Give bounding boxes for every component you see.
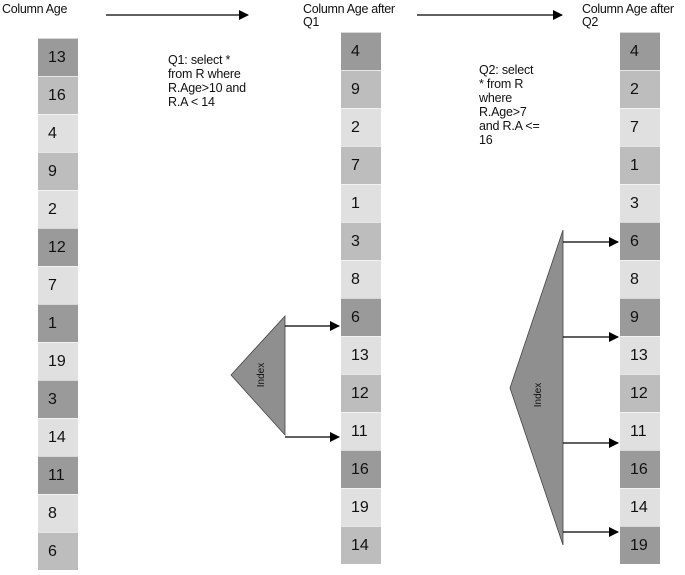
query-q1-line: Q1: select * xyxy=(168,53,231,67)
column-cell: 6 xyxy=(620,222,660,260)
index-triangle-1 xyxy=(230,314,286,437)
query-q2-line: where xyxy=(479,91,513,105)
index-triangle-2 xyxy=(509,229,564,546)
column-cell: 8 xyxy=(341,260,381,298)
column-cell: 6 xyxy=(38,532,78,570)
column-cell: 16 xyxy=(38,76,78,114)
column-cell: 9 xyxy=(341,70,381,108)
query-q1-line: R.A < 14 xyxy=(168,95,215,109)
header-q1-line1: Column Age after xyxy=(303,2,395,16)
column-cell: 11 xyxy=(38,456,78,494)
column-cell: 14 xyxy=(620,488,660,526)
column-cell: 4 xyxy=(620,32,660,70)
column-cell: 13 xyxy=(620,336,660,374)
column-cell: 13 xyxy=(341,336,381,374)
header-column-age-text: Column Age xyxy=(2,2,68,16)
column-cell: 13 xyxy=(38,38,78,76)
column-cell: 14 xyxy=(38,418,78,456)
column-cell: 4 xyxy=(341,32,381,70)
column-cell: 16 xyxy=(341,450,381,488)
column-cell: 19 xyxy=(38,342,78,380)
column-cell: 2 xyxy=(38,190,78,228)
column-cell: 12 xyxy=(341,374,381,412)
query-q2-line: Q2: select xyxy=(479,63,534,77)
header-q1-line2: Q1 xyxy=(303,15,320,29)
column-cell: 19 xyxy=(620,526,660,564)
index-label-1: Index xyxy=(256,363,267,387)
column-cell: 7 xyxy=(38,266,78,304)
column-cell: 6 xyxy=(341,298,381,336)
column-cell: 8 xyxy=(38,494,78,532)
column-cell: 19 xyxy=(341,488,381,526)
column-cell: 8 xyxy=(620,260,660,298)
column-cell: 1 xyxy=(620,146,660,184)
query-q2-line: and R.A <= xyxy=(479,119,540,133)
column-cell: 9 xyxy=(38,152,78,190)
header-q2-line1: Column Age after xyxy=(582,2,674,16)
query-q2-line: 16 xyxy=(479,133,493,147)
column-cell: 2 xyxy=(341,108,381,146)
column-cell: 1 xyxy=(38,304,78,342)
query-q1-line: R.Age>10 and xyxy=(168,81,246,95)
column-cell: 1 xyxy=(341,184,381,222)
query-q1: Q1: select * from R where R.Age>10 and R… xyxy=(168,53,246,109)
column-cell: 14 xyxy=(341,526,381,564)
query-q2-line: * from R xyxy=(479,77,524,91)
header-column-age-after-q1: Column Age after Q1 xyxy=(303,3,395,29)
column-cell: 12 xyxy=(38,228,78,266)
column-cell: 2 xyxy=(620,70,660,108)
column-cell: 3 xyxy=(341,222,381,260)
column-cell: 12 xyxy=(620,374,660,412)
index-label-2: Index xyxy=(533,383,544,407)
column-cell: 7 xyxy=(620,108,660,146)
column-cell: 7 xyxy=(341,146,381,184)
header-q2-line2: Q2 xyxy=(582,15,599,29)
query-q2-line: R.Age>7 xyxy=(479,105,527,119)
column-cell: 3 xyxy=(620,184,660,222)
column-cell: 3 xyxy=(38,380,78,418)
column-cell: 11 xyxy=(620,412,660,450)
header-column-age: Column Age xyxy=(2,3,67,16)
column-cell: 11 xyxy=(341,412,381,450)
column-cell: 16 xyxy=(620,450,660,488)
query-q1-line: from R where xyxy=(168,67,241,81)
header-column-age-after-q2: Column Age after Q2 xyxy=(582,3,674,29)
query-q2: Q2: select * from R where R.Age>7 and R.… xyxy=(479,63,540,147)
column-cell: 9 xyxy=(620,298,660,336)
column-cell: 4 xyxy=(38,114,78,152)
